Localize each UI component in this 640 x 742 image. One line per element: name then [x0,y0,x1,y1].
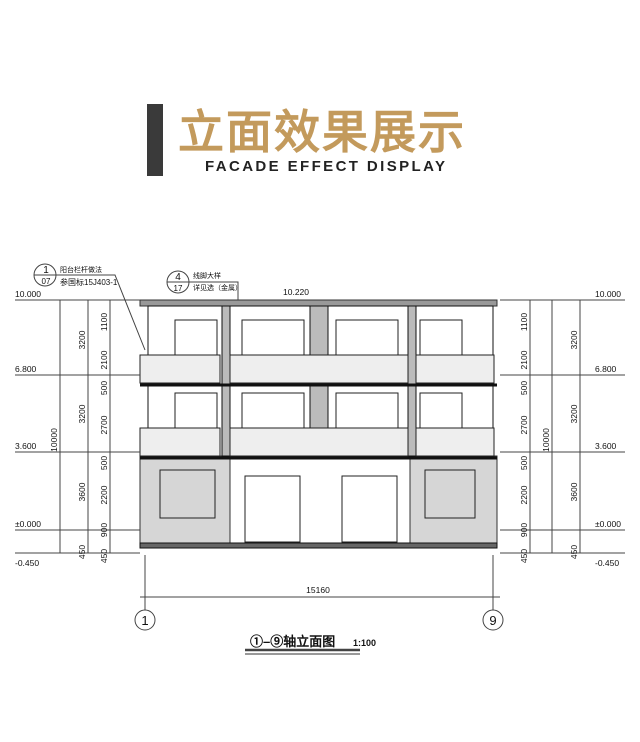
railing [139,427,221,457]
drawing-scale: 1:100 [353,638,376,648]
railing [229,354,409,384]
dimension-text: 3200 [77,330,87,349]
dimension-text: 3200 [77,404,87,423]
callout-note: 阳台栏杆做法 [60,265,102,274]
callout-note: 详见选（金属） [193,283,242,292]
dimension-text: 2100 [519,350,529,369]
dimension-text: 10000 [49,428,59,452]
building [139,299,498,549]
dimension-text: 2700 [99,415,109,434]
callout-number: 1 [43,265,49,276]
callout-note: 参国标15J403-1 [60,277,118,287]
railing [139,354,221,384]
drawing-caption: ①–⑨轴立面图 [250,634,335,649]
dimension-text: 900 [99,523,109,537]
axis-label: 1 [141,613,148,628]
dimension-text: 2200 [519,485,529,504]
door [244,475,301,543]
dimension-text: 2700 [519,415,529,434]
pilaster [407,305,417,457]
dimension-text: 450 [519,549,529,563]
callout-sheet: 07 [42,277,51,286]
dimension-text: 450 [569,545,579,559]
dimension-text: 3200 [569,404,579,423]
level-label: 10.000 [15,289,41,299]
dimension-text: 450 [99,549,109,563]
level-label: 6.800 [595,364,617,374]
level-label: 10.220 [283,287,309,297]
door [341,475,398,543]
level-label: ±0.000 [595,519,621,529]
callout-sheet: 17 [174,284,183,293]
axis-bubble [134,609,156,631]
balcony-railings [139,354,495,457]
railing [229,427,409,457]
title-accent-bar [147,104,163,176]
window [159,469,216,519]
window [424,469,476,519]
dimension-text: 900 [519,523,529,537]
dimension-text: 2200 [99,485,109,504]
page-title: 立面效果展示 [178,105,466,159]
callout-note: 线脚大样 [193,271,221,280]
railing [415,427,495,457]
level-label: -0.450 [595,558,619,568]
level-label: 6.800 [15,364,37,374]
width-dimension: 15160 [306,585,330,595]
dimension-text: 500 [99,456,109,470]
axis-bubble [482,609,504,631]
dimension-text: 450 [77,545,87,559]
callout-number: 4 [175,272,181,283]
dimension-text: 3600 [77,482,87,501]
level-label: ±0.000 [15,519,41,529]
dimension-text: 10000 [541,428,551,452]
ground-line [139,542,498,549]
level-label: 3.600 [595,441,617,451]
dimension-text: 3600 [569,482,579,501]
dimension-text: 2100 [99,350,109,369]
dimension-text: 500 [99,381,109,395]
level-label: 3.600 [15,441,37,451]
railing [415,354,495,384]
dimension-text: 500 [519,456,529,470]
dimension-text: 1100 [519,313,529,332]
dimension-text: 500 [519,381,529,395]
dimension-text: 3200 [569,330,579,349]
level-label: 10.000 [595,289,621,299]
roof-parapet [139,299,498,307]
dimension-lines [15,263,625,655]
axis-label: 9 [489,613,496,628]
page-subtitle: FACADE EFFECT DISPLAY [205,158,448,175]
dimension-text: 1100 [99,313,109,332]
pilaster [221,305,231,457]
level-label: -0.450 [15,558,39,568]
